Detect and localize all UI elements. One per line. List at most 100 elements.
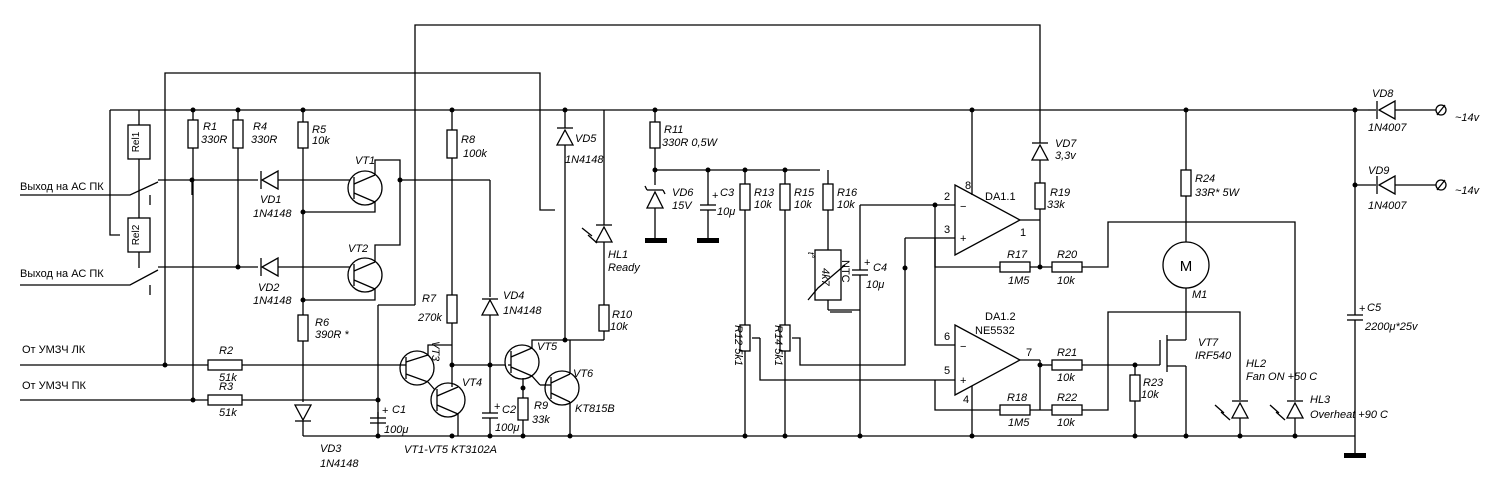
r1-value: 330R xyxy=(201,134,227,146)
resistor-r18: R18 1M5 xyxy=(999,360,1052,429)
diode-vd4: VD4 1N4148 xyxy=(452,180,542,366)
thermistor-ntc: NTC 4k7 t° xyxy=(806,249,860,313)
hl2-value: Fan ON +50 C xyxy=(1246,371,1317,383)
r22-label: R22 xyxy=(1057,392,1077,404)
zener-vd6: VD6 15V xyxy=(644,185,694,243)
transistor-vt6: VT6 KT815B xyxy=(540,339,615,436)
r16-label: R16 xyxy=(837,187,858,199)
da12-pin5: 5 xyxy=(944,365,950,377)
capacitor-c2: + C2 100μ xyxy=(482,365,519,436)
c4-plus: + xyxy=(864,257,870,269)
vd8-label: VD8 xyxy=(1372,88,1394,100)
c1-value: 100μ xyxy=(384,424,408,436)
vd5-label: VD5 xyxy=(575,133,597,145)
c5-value: 2200μ*25v xyxy=(1364,321,1419,333)
r1-label: R1 xyxy=(203,121,217,133)
r9-label: R9 xyxy=(534,400,548,412)
resistor-r20: R20 10k xyxy=(1051,221,1296,400)
vd4-label: VD4 xyxy=(503,290,524,302)
r21-label: R21 xyxy=(1057,347,1077,359)
relay-rel1: Rel1 xyxy=(127,110,151,175)
diode-vd2: VD2 1N4148 xyxy=(238,256,350,307)
top-rails xyxy=(109,24,1368,365)
v-in2-label: ~14v xyxy=(1455,185,1481,197)
resistor-r2: От УМЗЧ ЛК R2 51k xyxy=(20,344,400,384)
resistor-r11: R11 330R 0,5W xyxy=(649,110,719,185)
r24-value: 33R* 5W xyxy=(1195,187,1241,199)
mosfet-vt7: VT7 IRF540 xyxy=(1159,305,1232,436)
motor-m1: M M1 xyxy=(1162,241,1210,305)
c2-value: 100μ xyxy=(495,422,519,434)
relay-rel2: Rel2 xyxy=(127,175,151,268)
ntc-temp: t° xyxy=(806,252,816,259)
resistor-r15: R15 10k xyxy=(779,170,815,325)
led-hl2: HL2 Fan ON +50 C xyxy=(1214,358,1317,436)
r3-label: R3 xyxy=(219,381,234,393)
c2-plus: + xyxy=(494,401,500,413)
da12-minus: − xyxy=(960,341,966,353)
motor-symbol: M xyxy=(1180,258,1193,275)
resistor-r9: R9 33k xyxy=(517,378,550,436)
vd2-label: VD2 xyxy=(258,282,279,294)
r18-label: R18 xyxy=(1007,392,1028,404)
da11-plus: + xyxy=(960,233,966,245)
vd1-label: VD1 xyxy=(260,194,281,206)
resistor-r24: R24 33R* 5W xyxy=(1180,110,1241,242)
r7-label: R7 xyxy=(422,293,437,305)
c3-label: C3 xyxy=(720,187,735,199)
r4-label: R4 xyxy=(253,121,267,133)
c5-label: C5 xyxy=(1367,302,1382,314)
resistor-r4: R4 330R xyxy=(232,110,277,267)
r17-value: 1M5 xyxy=(1008,275,1030,287)
r6-value: 390R * xyxy=(315,329,349,341)
da12-pin4: 4 xyxy=(963,394,969,406)
r19-value: 33k xyxy=(1047,199,1065,211)
c4-label: C4 xyxy=(873,262,887,274)
junctions xyxy=(162,107,1358,439)
vt7-value: IRF540 xyxy=(1195,350,1232,362)
resistor-r10: R10 10k xyxy=(598,304,633,341)
vt3-label: VT3 xyxy=(429,341,441,362)
resistor-r14: R14 5k1 xyxy=(772,268,906,436)
r19-label: R19 xyxy=(1050,187,1070,199)
r11-label: R11 xyxy=(664,124,683,136)
resistor-r23: R23 10k xyxy=(1129,365,1164,436)
ground-rail: VT1-VT5 KT3102A xyxy=(303,435,1355,456)
r8-label: R8 xyxy=(461,134,476,146)
vt6-label: VT6 xyxy=(573,368,594,380)
transistor-vt3: VT3 xyxy=(399,341,452,391)
c2-label: C2 xyxy=(502,404,516,416)
hl3-value: Overheat +90 C xyxy=(1310,409,1388,421)
r20-label: R20 xyxy=(1057,249,1078,261)
c3-value: 10μ xyxy=(717,206,735,218)
c1-label: C1 xyxy=(392,404,406,416)
resistor-r17: R17 1M5 xyxy=(999,249,1052,287)
r9-value: 33k xyxy=(532,414,550,426)
vd7-label: VD7 xyxy=(1055,138,1077,150)
vd3-label: VD3 xyxy=(320,443,342,455)
vd8-value: 1N4007 xyxy=(1368,122,1407,134)
resistor-r19: R19 33k xyxy=(1034,182,1070,267)
da12-value: NE5532 xyxy=(975,325,1015,337)
r15-label: R15 xyxy=(794,187,815,199)
r3-value: 51k xyxy=(219,407,237,419)
r4-value: 330R xyxy=(251,134,277,146)
from-amp-r-label: От УМЗЧ ПК xyxy=(22,380,86,392)
vt5-label: VT5 xyxy=(537,341,558,353)
led-hl3: HL3 Overheat +90 C xyxy=(1269,394,1388,436)
resistor-r5: R5 10k xyxy=(297,110,330,212)
hl3-label: HL3 xyxy=(1310,394,1331,406)
v-in1-label: ~14v xyxy=(1455,112,1481,124)
from-amp-l-label: От УМЗЧ ЛК xyxy=(22,344,86,356)
vd6-value: 15V xyxy=(672,200,693,212)
r5-label: R5 xyxy=(312,124,327,136)
r10-value: 10k xyxy=(610,321,628,333)
ntc-value: 4k7 xyxy=(819,268,831,287)
da11-label: DA1.1 xyxy=(985,191,1016,203)
r23-label: R23 xyxy=(1143,377,1164,389)
capacitor-c1: + C1 100μ xyxy=(370,404,408,436)
vt-series-label: VT1-VT5 KT3102A xyxy=(404,444,497,456)
resistor-r7: R7 270k xyxy=(377,293,442,436)
da11-pin2: 2 xyxy=(944,191,950,203)
